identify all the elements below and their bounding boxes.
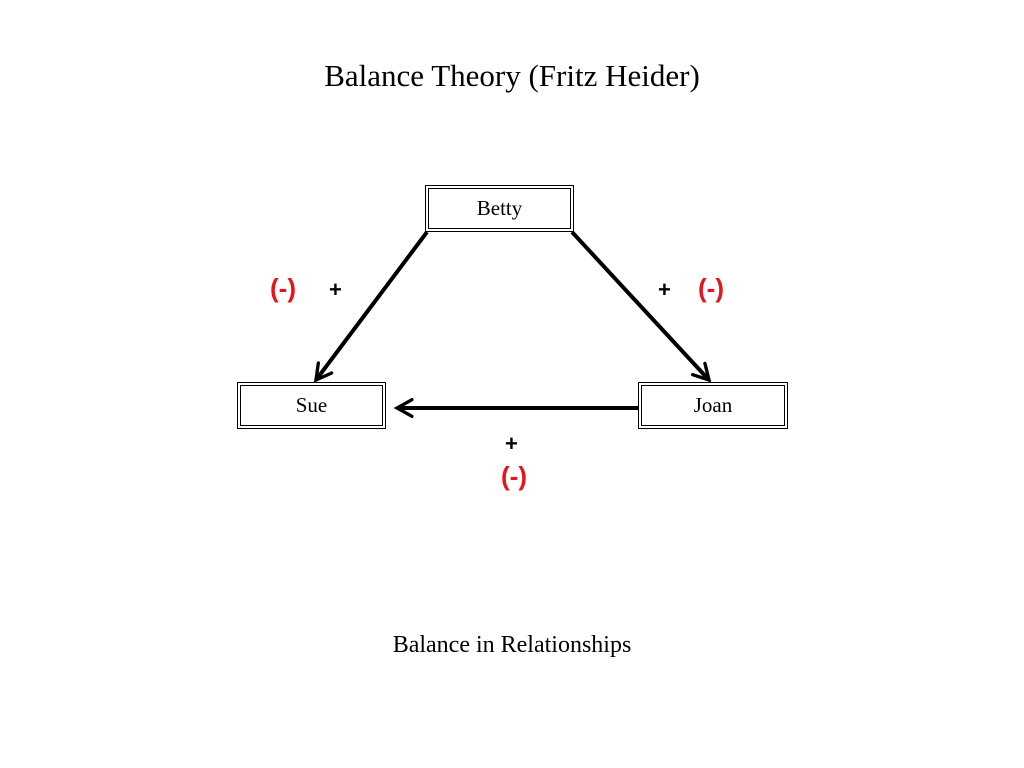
betty-sue-negative-sign: (-)	[270, 273, 296, 303]
node-joan-label: Joan	[641, 385, 785, 426]
node-betty-label: Betty	[428, 188, 571, 229]
slide-title: Balance Theory (Fritz Heider)	[324, 58, 700, 93]
node-sue: Sue	[237, 382, 386, 429]
arrow-betty-to-sue	[316, 230, 429, 380]
joan-sue-negative-sign: (-)	[501, 461, 527, 491]
betty-joan-negative-sign: (-)	[698, 273, 724, 303]
joan-sue-positive-sign: +	[505, 431, 518, 456]
arrow-betty-to-joan	[570, 230, 709, 380]
node-betty: Betty	[425, 185, 574, 232]
node-joan: Joan	[638, 382, 788, 429]
slide-caption: Balance in Relationships	[392, 632, 632, 658]
betty-sue-positive-sign: +	[329, 277, 342, 302]
betty-joan-positive-sign: +	[658, 277, 671, 302]
node-sue-label: Sue	[240, 385, 383, 426]
